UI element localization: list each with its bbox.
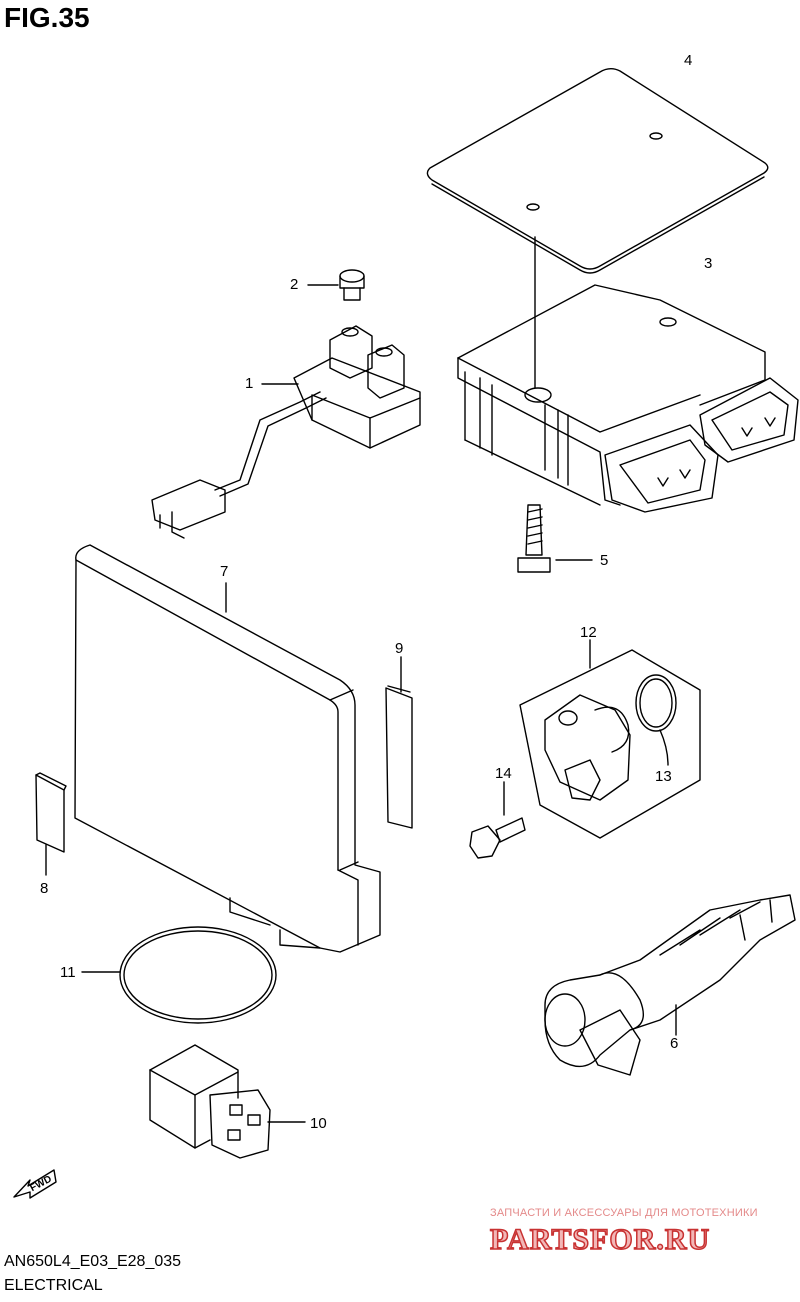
callout-1: 1 <box>245 375 254 392</box>
watermark-tagline: ЗАПЧАСТИ И АКСЕССУАРЫ ДЛЯ МОТОТЕХНИКИ <box>490 1207 758 1219</box>
callout-12: 12 <box>580 624 597 641</box>
callout-6: 6 <box>670 1035 679 1052</box>
part-10-connector <box>149 1044 306 1159</box>
part-8-pad <box>35 772 67 876</box>
callout-3: 3 <box>704 255 713 272</box>
part-6-ignition-coil <box>544 894 796 1076</box>
part-13-o-ring <box>635 674 677 766</box>
part-12-sensor <box>519 639 701 839</box>
callout-5: 5 <box>600 552 609 569</box>
diagram-title: ELECTRICAL <box>4 1277 103 1294</box>
callout-11: 11 <box>60 964 76 981</box>
part-4-plate <box>426 68 769 389</box>
callout-10: 10 <box>310 1115 327 1132</box>
part-1-starter-relay <box>151 325 421 539</box>
callout-14: 14 <box>495 765 512 782</box>
diagram-code: AN650L4_E03_E28_035 <box>4 1253 182 1270</box>
callout-8: 8 <box>40 880 49 897</box>
figure-title: FIG.35 <box>4 2 90 33</box>
part-5-bolt <box>517 504 593 573</box>
part-7-ecm <box>74 544 381 953</box>
part-14-bolt <box>469 781 526 859</box>
watermark-brand: PARTSFOR.RU <box>489 1222 711 1257</box>
callout-7: 7 <box>220 563 229 580</box>
part-9-strip <box>385 656 413 829</box>
part-11-o-ring <box>81 926 277 1024</box>
part-3-regulator <box>457 284 799 513</box>
callout-13: 13 <box>655 768 672 785</box>
callout-4: 4 <box>684 52 693 69</box>
callout-2: 2 <box>290 276 299 293</box>
part-2-bolt <box>307 269 365 301</box>
callout-9: 9 <box>395 640 404 657</box>
fwd-arrow-icon <box>13 1169 57 1199</box>
